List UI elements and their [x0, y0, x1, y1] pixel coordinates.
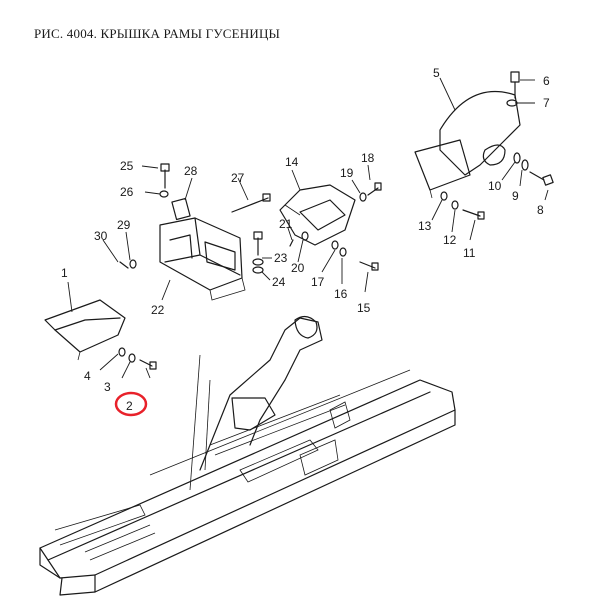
figure-title: РИС. 4004. КРЫШКА РАМЫ ГУСЕНИЦЫ: [34, 26, 281, 41]
callout-19: 19: [340, 166, 354, 180]
callout-5: 5: [433, 66, 440, 80]
callout-18: 18: [361, 151, 375, 165]
callout-25: 25: [120, 159, 134, 173]
callout-6: 6: [543, 74, 550, 88]
callout-12: 12: [443, 233, 457, 247]
callout-29: 29: [117, 218, 131, 232]
callout-3: 3: [104, 380, 111, 394]
callout-8: 8: [537, 203, 544, 217]
callout-2: 2: [126, 399, 133, 413]
track-frame: [39, 315, 456, 596]
bracket-22: [159, 217, 246, 301]
callout-26: 26: [120, 185, 134, 199]
callout-20: 20: [291, 261, 305, 275]
callout-10: 10: [488, 179, 502, 193]
callout-7: 7: [543, 96, 550, 110]
callout-17: 17: [311, 275, 325, 289]
callout-16: 16: [334, 287, 348, 301]
callout-30: 30: [94, 229, 108, 243]
shield-5: [414, 91, 521, 199]
callout-24: 24: [272, 275, 286, 289]
callout-28: 28: [184, 164, 198, 178]
callout-27: 27: [231, 171, 245, 185]
callout-labels: 1 2 3 4 5 6 7 8 9 10 11 12 13 14 15 16 1…: [61, 66, 550, 413]
cover-14: [279, 184, 356, 246]
fasteners: [118, 71, 554, 370]
callout-14: 14: [285, 155, 299, 169]
callout-15: 15: [357, 301, 371, 315]
callout-11: 11: [463, 246, 476, 260]
callout-13: 13: [418, 219, 432, 233]
callout-22: 22: [151, 303, 165, 317]
callout-21: 21: [279, 217, 293, 231]
callout-23: 23: [274, 251, 288, 265]
cover-plate-1: [44, 299, 126, 361]
leader-lines: [67, 77, 549, 379]
highlight-ring: [114, 391, 148, 417]
callout-1: 1: [61, 266, 68, 280]
callout-4: 4: [84, 369, 91, 383]
callout-9: 9: [512, 189, 519, 203]
